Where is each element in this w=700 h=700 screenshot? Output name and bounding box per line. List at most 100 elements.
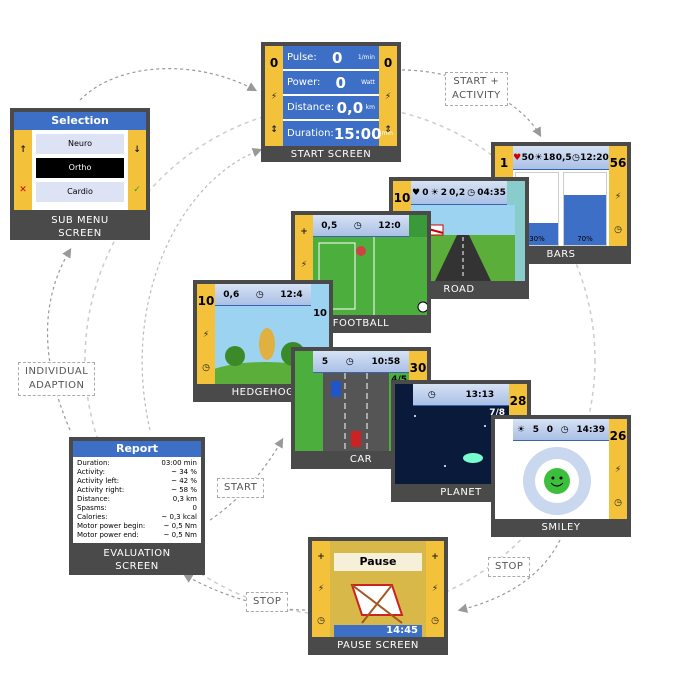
report-row-value: ~ 0,5 Nm [163,522,197,530]
smiley-power: 5 [532,424,539,435]
distance-unit: km [365,104,375,111]
road-distance: 0,2 [449,187,466,198]
clock-icon: ◷ [317,616,325,626]
start-right-number: 0 [383,56,393,71]
lightning-icon: ⚡ [317,584,325,594]
arrow-icon: ↕ [270,124,278,135]
lightning-icon: ⚡ [300,259,308,270]
lightning-icon: ⚡ [202,329,210,340]
report-row-label: Motor power begin: [77,522,146,530]
clock-icon: ◷ [353,220,362,231]
clock-icon: ◷ [467,187,476,198]
submenu-caption-line1: SUB MENU [51,215,109,226]
bars-top-bar: ♥50 ☀18 0,5 ◷12:20 [513,146,609,170]
power-row: Power: 0 Watt [283,71,379,96]
clock-icon: ◷ [255,289,264,300]
smiley-icon [544,468,570,494]
report-row: Spasms: 0 [73,504,201,513]
distance-label: Distance: [287,102,335,113]
planet-scene [414,415,486,467]
pause-caption: PAUSE SCREEN [337,640,419,651]
road-caption: ROAD [443,284,475,295]
road-pulse: 0 [422,187,429,198]
report-row: Distance:0,3 km [73,495,201,504]
bars-right-strip: 56 ⚡ ◷ [609,146,627,246]
start-left-number: 0 [269,56,279,71]
bars-right-number: 56 [609,156,627,171]
report-row-value: 0 [192,504,197,512]
clock-icon: ◷ [202,362,210,373]
bulb-icon: ☀ [430,187,439,198]
pause-screen: + ⚡ ◷ + ⚡ ◷ Pause 14:45 PAUSE SCREEN [308,537,448,655]
heart-icon: ♥ [513,152,522,163]
arrow-eval-to-submenu [46,247,72,431]
arrow-pause-to-eval [182,573,306,611]
report-row-value: ~ 58 % [171,486,197,494]
pulse-value: 0 [332,48,343,67]
confirm-icon: ✓ [133,185,141,195]
option-cardio[interactable]: Cardio [36,182,124,202]
report-row-value: ~ 34 % [171,468,197,476]
report-row-label: Duration: [77,459,110,467]
option-neuro[interactable]: Neuro [36,134,124,154]
pulse-row: Pulse: 0 1/min [283,46,379,71]
report-row-value: 0,3 km [172,495,197,503]
clock-icon: ◷ [614,497,622,508]
individual-line2: ADAPTION [28,380,85,391]
pause-left-strip: + ⚡ ◷ [312,541,330,637]
hedgehog-left-number: 10 [197,294,215,309]
report-row: Motor power end:~ 0,5 Nm [73,531,201,540]
arrow-up-icon: ↑ [19,145,27,155]
lightning-icon: ⚡ [270,91,278,102]
hedgehog-caption: HEDGEHOG [231,387,295,398]
power-unit: Watt [361,79,375,86]
bars-power: 18 [542,152,556,163]
pulse-unit: 1/min [357,54,375,61]
start-left-strip: 0 ⚡ ↕ [265,46,283,146]
hedgehog-top-bar: 0,6 ◷12:4 [215,284,311,306]
plus-icon: + [300,226,308,237]
road-left-number: 10 [393,191,411,206]
start-label: START [217,478,265,498]
bars-pulse: 50 [521,152,535,163]
road-time: 04:35 [477,187,506,198]
distance-row: Distance: 0,0 km [283,96,379,121]
start-screen: 0 ⚡ ↕ 0 ⚡ ↕ Pulse: 0 1/min Power: 0 Watt [261,42,401,162]
arrow-smiley-to-pause [457,539,561,613]
arrow-down-icon: ↓ [133,145,141,155]
bulb-icon: ☀ [534,152,543,163]
clock-icon: ◷ [345,356,354,367]
individual-adaption-label: INDIVIDUAL ADAPTION [18,362,96,396]
start-activity-label: START + ACTIVITY [445,72,508,106]
report-title: Report [73,441,201,457]
start-screen-caption: START SCREEN [290,149,372,160]
hedgehog-distance: 0,6 [223,289,240,300]
duration-row: Duration: 15:00 min [283,121,393,146]
start-right-strip: 0 ⚡ ↕ [379,46,397,146]
cancel-icon: ✕ [19,185,27,195]
lightning-icon: ⚡ [614,191,622,202]
hedgehog-right-number: 10 [313,308,327,319]
evaluation-caption-line2: SCREEN [115,561,159,572]
report-row-label: Spasms: [77,504,107,512]
clock-icon: ◷ [431,616,439,626]
report-row-label: Activity right: [77,486,125,494]
car-caption: CAR [349,454,373,465]
planet-right-number: 28 [509,394,527,409]
smiley-top-bar: ☀5 0 ◷14:39 [513,419,609,441]
deckchair-icon [350,584,404,624]
lightning-icon: ⚡ [614,464,622,475]
report-row: Activity right: ~ 58 % [73,486,201,495]
plus-icon: + [431,552,439,562]
option-ortho[interactable]: Ortho [36,158,124,178]
right-bar-percent: 70% [577,235,593,243]
hedgehog-scene [215,328,315,384]
road-top-bar: ♥0 ☀2 0,2 ◷04:35 [411,181,507,205]
smiley-caption: SMILEY [541,522,581,533]
report-row-value: ~ 0,5 Nm [163,531,197,539]
planet-caption: PLANET [440,487,482,498]
smiley-screen: ☀5 0 ◷14:39 26 ⚡ ◷ SMILEY [491,415,631,537]
clock-icon: ◷ [560,424,569,435]
